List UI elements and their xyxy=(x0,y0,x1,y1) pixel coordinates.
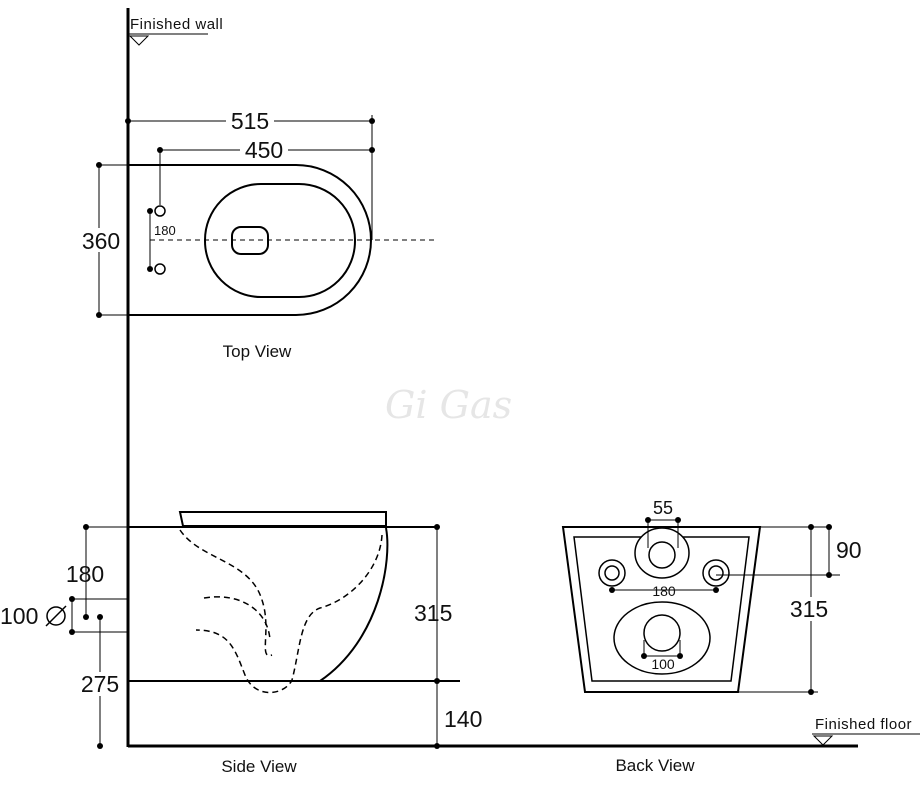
back-view-inner-outline xyxy=(573,536,750,682)
side-view-seat xyxy=(178,511,387,527)
bolt-hole-icon xyxy=(154,205,166,217)
top-overall-length-dim: 515 xyxy=(231,108,269,134)
finished-wall-label: Finished wall xyxy=(130,16,223,33)
level-marker-icon xyxy=(812,735,834,746)
finished-floor-reference: Finished floor xyxy=(812,716,920,746)
top-view-title: Top View xyxy=(223,342,292,361)
finished-floor-label: Finished floor xyxy=(815,716,912,733)
top-view: 180 515 450 360 Top View xyxy=(78,106,435,361)
side-seat-inlet-dim: 180 xyxy=(66,561,104,587)
back-bolt-spacing-dim: 180 xyxy=(652,583,676,599)
bolt-hole-icon xyxy=(604,565,620,581)
back-view: 55 180 100 90 315 Back View xyxy=(561,498,862,775)
bolt-hole-icon xyxy=(708,565,724,581)
top-bolt-spacing-dim: 180 xyxy=(154,223,176,238)
back-outlet xyxy=(643,614,681,652)
back-outlet-outer xyxy=(613,601,711,675)
side-view-body xyxy=(319,527,389,682)
watermark: Gi Gas xyxy=(385,383,512,427)
back-inlet-diameter-dim: 55 xyxy=(653,498,673,518)
side-view-title: Side View xyxy=(221,757,297,776)
side-outlet-height-dim: 275 xyxy=(81,671,119,697)
finished-wall-reference: Finished wall xyxy=(128,16,223,46)
side-view-trap-line xyxy=(179,529,273,657)
back-view-title: Back View xyxy=(615,756,695,775)
top-width-dim: 360 xyxy=(82,228,120,254)
back-bolt-height-dim: 90 xyxy=(836,537,862,563)
back-outlet-diameter-dim: 100 xyxy=(651,656,675,672)
back-inlet-outer xyxy=(634,527,690,579)
back-inlet xyxy=(648,541,676,569)
top-mount-front-dim: 450 xyxy=(245,137,283,163)
level-marker-icon xyxy=(128,35,150,46)
side-view-trap-line xyxy=(195,534,383,694)
side-bowl-height-dim: 315 xyxy=(414,600,452,626)
side-inlet-diameter-dim: 100 xyxy=(0,603,38,629)
bolt-hole-icon xyxy=(154,263,166,275)
diameter-icon xyxy=(45,605,67,627)
back-height-dim: 315 xyxy=(790,596,828,622)
side-view: 180 100 275 315 140 Side View xyxy=(0,511,482,776)
side-view-trap-line xyxy=(203,596,271,641)
side-outlet-floor-dim: 140 xyxy=(444,706,482,732)
